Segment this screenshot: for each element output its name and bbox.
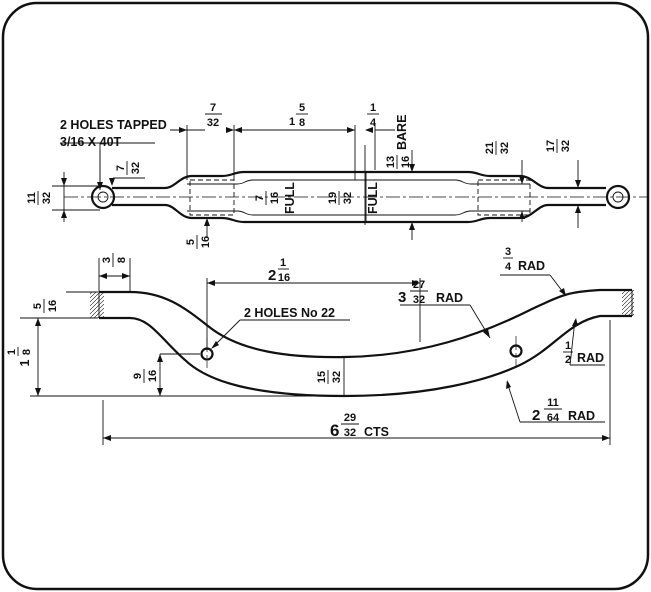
svg-text:17: 17	[545, 140, 557, 152]
svg-text:2: 2	[268, 267, 276, 284]
dim-2-11-64-rad: 2 11 64 RAD	[532, 397, 595, 424]
svg-text:16: 16	[278, 272, 290, 284]
dim-7-16-full: 7 16	[254, 191, 281, 205]
svg-text:9: 9	[132, 373, 144, 379]
svg-text:8: 8	[21, 349, 33, 355]
svg-text:1: 1	[280, 257, 286, 269]
holes-no22-label: 2 HOLES No 22	[244, 306, 335, 320]
svg-text:6: 6	[330, 421, 339, 440]
svg-text:3: 3	[505, 246, 511, 258]
svg-text:2: 2	[532, 407, 540, 424]
dim-3-4-rad: 3 4 RAD	[503, 246, 545, 273]
svg-text:32: 32	[41, 192, 53, 204]
svg-text:32: 32	[344, 427, 356, 439]
svg-text:4: 4	[505, 261, 512, 273]
svg-text:16: 16	[200, 236, 212, 248]
dim-1-4: 1 4	[367, 102, 379, 129]
svg-text:11: 11	[26, 192, 38, 204]
dim-7-32-top: 7 32	[205, 102, 222, 129]
svg-text:32: 32	[130, 162, 142, 174]
dim-21-32: 21 32	[484, 141, 511, 155]
svg-text:5: 5	[185, 239, 197, 245]
svg-text:BARE: BARE	[395, 115, 409, 150]
dim-3-8: 3 8	[101, 253, 128, 267]
svg-text:5: 5	[299, 102, 305, 114]
svg-text:29: 29	[344, 412, 356, 424]
dim-7-32-eye: 7 32	[115, 161, 142, 175]
side-view	[20, 258, 634, 445]
svg-text:7: 7	[210, 102, 216, 114]
svg-text:RAD: RAD	[568, 409, 595, 423]
svg-text:CTS: CTS	[364, 425, 389, 439]
dim-6-29-32-cts: 6 29 32 CTS	[330, 412, 389, 440]
svg-text:64: 64	[547, 412, 560, 424]
dim-1-1-8: 1 1 8	[6, 347, 33, 366]
top-view-outline	[112, 170, 606, 224]
svg-text:1: 1	[6, 349, 18, 355]
svg-text:11: 11	[547, 397, 559, 409]
svg-text:15: 15	[316, 371, 328, 383]
dim-2-1-16: 2 1 16	[268, 257, 290, 284]
top-view	[52, 125, 648, 240]
svg-text:1: 1	[565, 340, 571, 352]
full-label-right: FULL	[366, 182, 380, 214]
svg-text:32: 32	[560, 140, 572, 152]
dim-1-2-rad: 1 2 RAD	[563, 340, 604, 366]
svg-text:8: 8	[299, 117, 305, 129]
dim-15-32: 15 32	[316, 370, 343, 384]
svg-text:27: 27	[413, 279, 425, 291]
svg-text:32: 32	[207, 117, 219, 129]
svg-text:32: 32	[499, 142, 511, 154]
holes-tapped-spec: 3/16 X 40T	[60, 135, 122, 149]
dim-19-32-full: 19 32	[327, 191, 354, 205]
dim-3-27-32-rad: 3 27 32 RAD	[398, 279, 463, 306]
svg-text:16: 16	[47, 300, 59, 312]
svg-text:3: 3	[398, 289, 406, 306]
holes-tapped-label: 2 HOLES TAPPED	[60, 118, 167, 132]
dim-9-16: 9 16	[132, 369, 159, 383]
svg-text:32: 32	[342, 192, 354, 204]
svg-text:4: 4	[370, 117, 377, 129]
dim-5-16-top: 5 16	[185, 235, 212, 249]
svg-text:13: 13	[385, 156, 397, 168]
svg-text:32: 32	[331, 371, 343, 383]
dim-17-32: 17 32	[545, 139, 572, 153]
full-label-left: FULL	[283, 182, 297, 214]
svg-text:5: 5	[32, 303, 44, 309]
dim-11-32: 11 32	[26, 191, 53, 205]
svg-text:2: 2	[565, 354, 571, 366]
svg-text:16: 16	[147, 370, 159, 382]
side-view-outline	[99, 288, 632, 398]
dim-5-16-side: 5 16	[32, 299, 59, 313]
svg-text:1: 1	[370, 102, 376, 114]
dim-13-16-bare: 13 16 BARE	[385, 115, 412, 169]
svg-text:21: 21	[484, 142, 496, 154]
svg-text:7: 7	[115, 165, 127, 171]
svg-text:7: 7	[254, 195, 266, 201]
svg-text:3: 3	[101, 257, 113, 263]
svg-text:1: 1	[18, 359, 32, 366]
svg-text:RAD: RAD	[518, 259, 545, 273]
svg-text:RAD: RAD	[577, 351, 604, 365]
svg-text:16: 16	[269, 192, 281, 204]
svg-text:19: 19	[327, 192, 339, 204]
svg-text:32: 32	[413, 294, 425, 306]
svg-text:16: 16	[400, 156, 412, 168]
svg-text:RAD: RAD	[436, 291, 463, 305]
svg-text:1: 1	[289, 116, 295, 128]
svg-text:8: 8	[116, 257, 128, 263]
dim-1-5-8: 1 5 8	[289, 102, 308, 129]
